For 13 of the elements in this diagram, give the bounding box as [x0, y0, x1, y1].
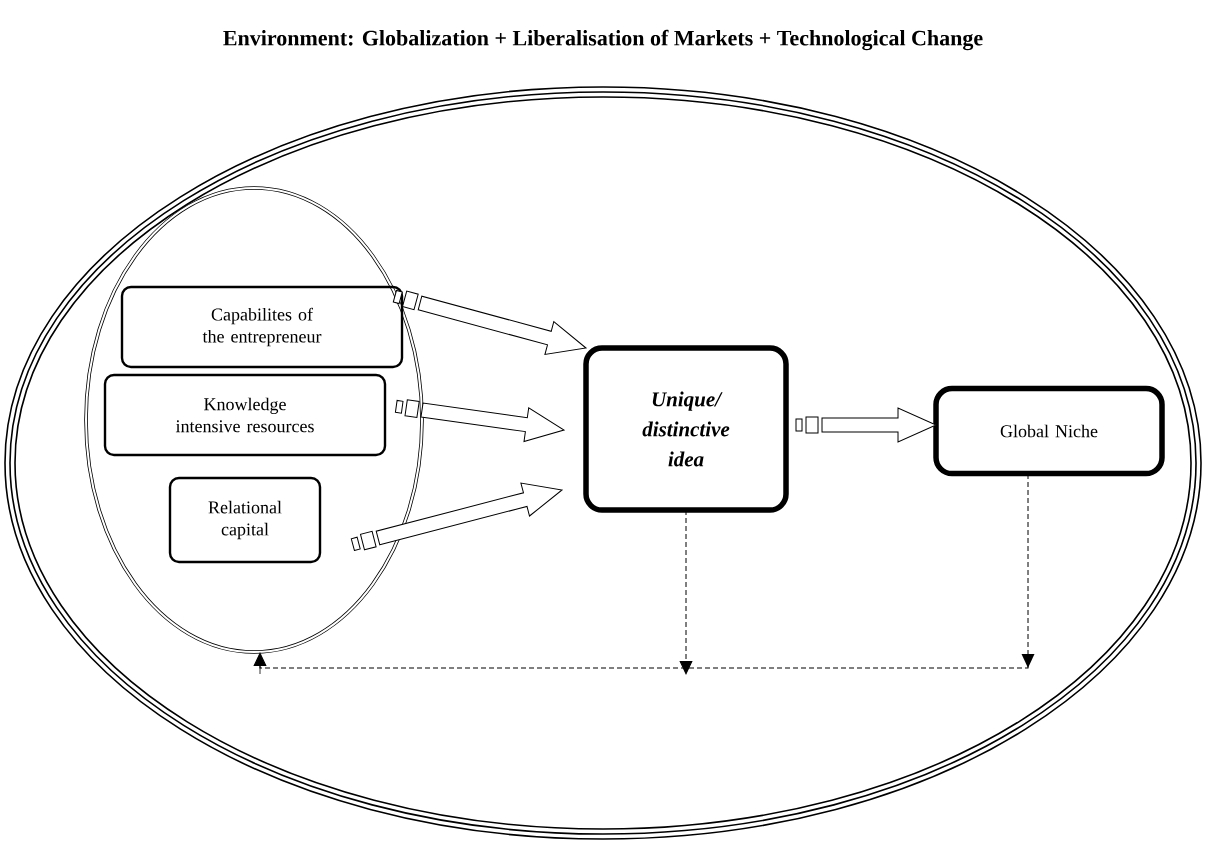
resource-box: Relational capital [168, 476, 322, 564]
block-arrow [392, 289, 587, 355]
block-arrow [350, 482, 563, 551]
idea-box: Unique/ distinctive idea [583, 345, 789, 513]
niche-box: Global Niche [933, 385, 1165, 477]
dashed-arrow [679, 509, 693, 675]
node-label: Environment: Globalization + Liberalisation of Markets + Technological Change [223, 29, 983, 51]
resource-box: Knowledge intensive resources [103, 373, 387, 457]
resource-box: Capabilites of the entrepreneur [120, 285, 404, 369]
dashed-arrow [253, 473, 1035, 675]
block-arrow [795, 407, 937, 443]
resource-ellipse [84, 186, 424, 654]
block-arrow [394, 399, 565, 442]
